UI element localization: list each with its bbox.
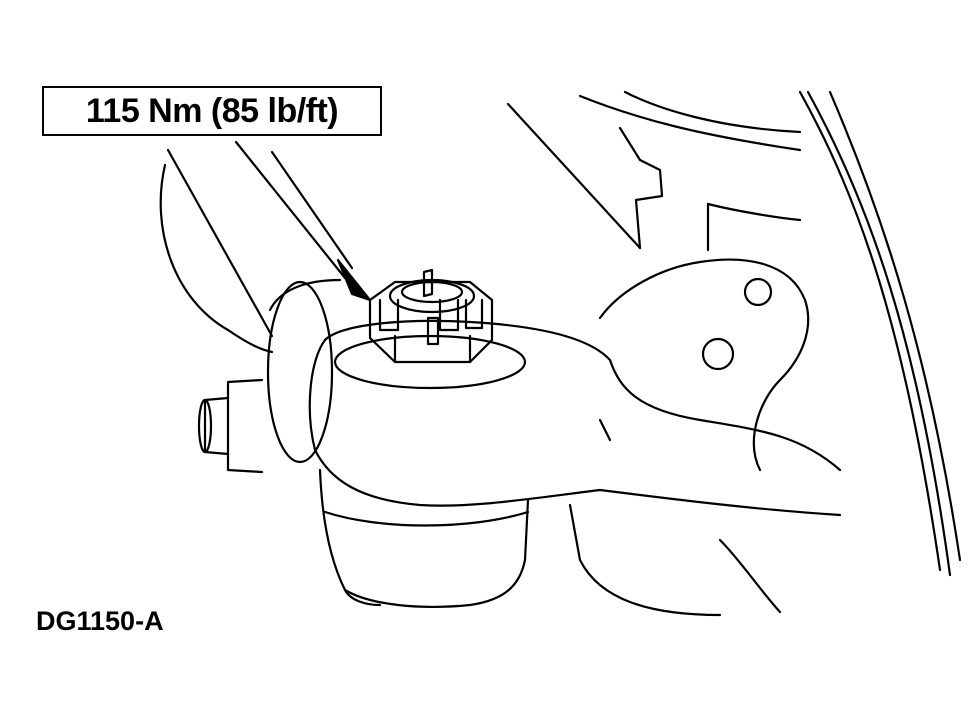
- upper-chassis: [506, 90, 802, 252]
- torque-callout: 115 Nm (85 lb/ft): [42, 86, 382, 136]
- steering-arm-plate: [598, 258, 810, 472]
- callout-leader: [166, 140, 372, 338]
- steering-arm-body: [568, 358, 842, 617]
- tie-rod-body: [159, 163, 342, 474]
- wheel-rotor: [798, 90, 962, 577]
- ball-joint-housing: [308, 319, 612, 608]
- castellated-nut: [368, 268, 494, 364]
- figure-id-label: DG1150-A: [36, 606, 164, 636]
- torque-label: 115 Nm (85 lb/ft): [85, 91, 339, 130]
- upper-bolt-hole: [743, 277, 773, 307]
- lower-bolt-hole: [701, 337, 735, 371]
